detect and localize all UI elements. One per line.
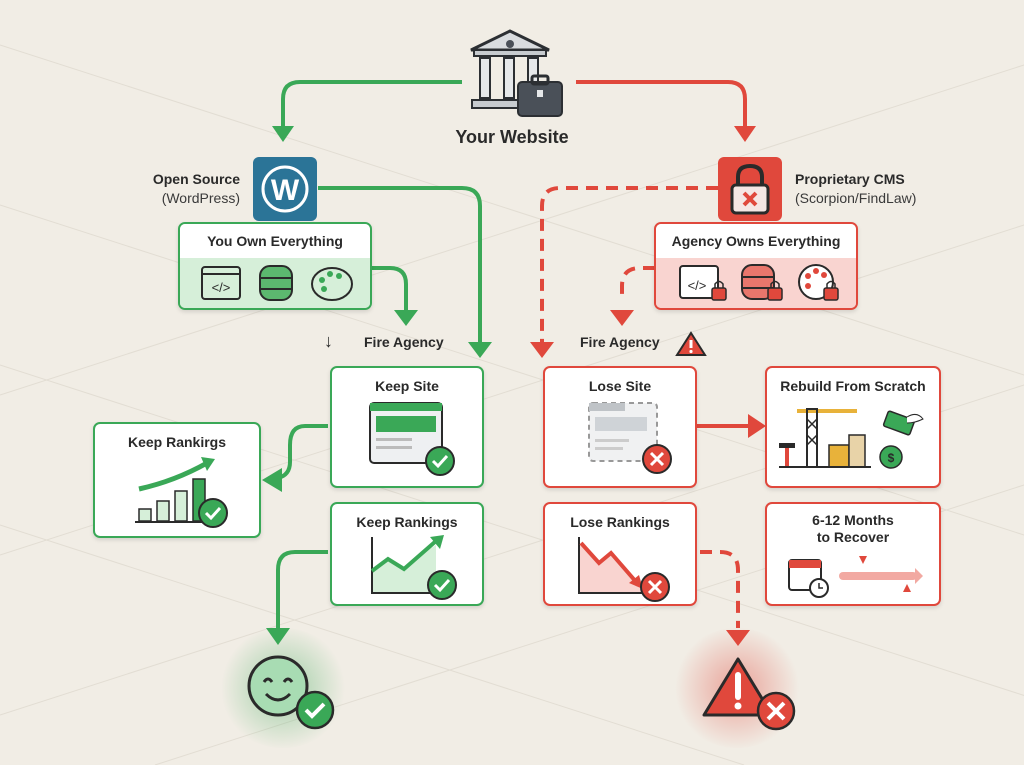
arrowhead	[468, 342, 492, 358]
lose-rankings-card: Lose Rankings	[543, 502, 697, 606]
keep-rankings-title: Keep Rankings	[356, 514, 458, 530]
keep-site-card: Keep Site	[330, 366, 484, 488]
recovery-time-title: 6-12 Months to Recover	[767, 512, 939, 546]
arrowhead	[748, 414, 766, 438]
lose-site-title: Lose Site	[588, 378, 652, 394]
svg-text:</>: </>	[212, 280, 231, 295]
calendar-timeline-icon	[788, 556, 923, 598]
left-fire-agency-label: Fire Agency	[364, 334, 444, 350]
you-own-everything-panel: You Own Everything </>	[178, 222, 372, 310]
right-fire-agency-label: Fire Agency	[580, 334, 660, 350]
right-platform-subtitle: (Scorpion/FindLaw)	[795, 190, 917, 206]
connector-own-fire	[372, 266, 408, 312]
agency-owns-everything-title: Agency Owns Everything	[656, 224, 856, 258]
recovery-time-line1: 6-12 Months	[812, 512, 894, 528]
rebuild-from-scratch-title: Rebuild From Scratch	[780, 378, 926, 394]
database-lock-icon	[741, 264, 783, 301]
svg-text:W: W	[271, 174, 300, 207]
connector-rankings-outcome-red	[700, 550, 740, 628]
connector-keepsite-rankirgs	[277, 424, 328, 480]
palette-lock-icon	[798, 264, 839, 301]
wordpress-icon: W	[253, 157, 317, 221]
keep-rankirgs-title: Keep Rankirgs	[127, 434, 227, 450]
ownership-locked-icons: </>	[679, 264, 839, 301]
database-icon	[259, 265, 293, 301]
code-lock-icon: </>	[679, 265, 727, 301]
arrowhead	[266, 628, 290, 645]
leaf-arrow-icon: ↓	[324, 331, 333, 351]
arrowhead	[530, 342, 554, 358]
line-decline-x-icon	[578, 537, 670, 602]
arrowhead	[610, 310, 634, 326]
arrowhead	[394, 310, 418, 326]
warning-icon	[675, 331, 707, 356]
arrowhead	[734, 126, 756, 142]
bar-growth-check-icon	[135, 457, 228, 528]
lock-x-icon	[718, 157, 782, 221]
you-own-everything-title: You Own Everything	[180, 224, 370, 258]
palette-icon	[311, 267, 353, 301]
left-platform-subtitle: (WordPress)	[161, 190, 240, 206]
website-check-icon	[369, 402, 455, 476]
recovery-time-line2: to Recover	[816, 529, 890, 545]
lose-rankings-title: Lose Rankings	[570, 514, 670, 530]
connector-wp-keepsite	[318, 186, 482, 345]
right-platform-title: Proprietary CMS	[795, 171, 905, 187]
broken-website-x-icon	[588, 402, 672, 474]
line-growth-check-icon	[370, 535, 457, 600]
lose-site-card: Lose Site	[543, 366, 697, 488]
construction-money-icon: $	[779, 408, 924, 469]
connector-root-left	[281, 80, 462, 128]
keep-site-title: Keep Site	[375, 378, 439, 394]
keep-rankings-card: Keep Rankings	[330, 502, 484, 606]
left-platform-title: Open Source	[152, 171, 240, 187]
arrowhead	[262, 468, 282, 492]
code-icon: </>	[201, 266, 241, 300]
agency-owns-everything-panel: Agency Owns Everything </>	[654, 222, 858, 310]
root-title: Your Website	[455, 127, 569, 147]
arrowhead	[272, 126, 294, 142]
arrowhead	[726, 630, 750, 646]
ownership-icons: </>	[201, 265, 353, 301]
connector-lock-losesite	[540, 186, 718, 345]
svg-text:</>: </>	[688, 278, 707, 293]
happy-face-check-icon	[247, 655, 335, 730]
connector-root-right	[576, 80, 747, 128]
warning-x-icon	[702, 657, 796, 731]
rebuild-from-scratch-card: Rebuild From Scratch $	[765, 366, 941, 488]
connector-rankings-outcome	[276, 550, 328, 630]
connector-agency-fire	[620, 266, 655, 300]
bank-briefcase-icon	[470, 29, 563, 117]
keep-rankirgs-card: Keep Rankirgs	[93, 422, 261, 538]
svg-text:$: $	[888, 451, 895, 465]
recovery-time-card: 6-12 Months to Recover	[765, 502, 941, 606]
